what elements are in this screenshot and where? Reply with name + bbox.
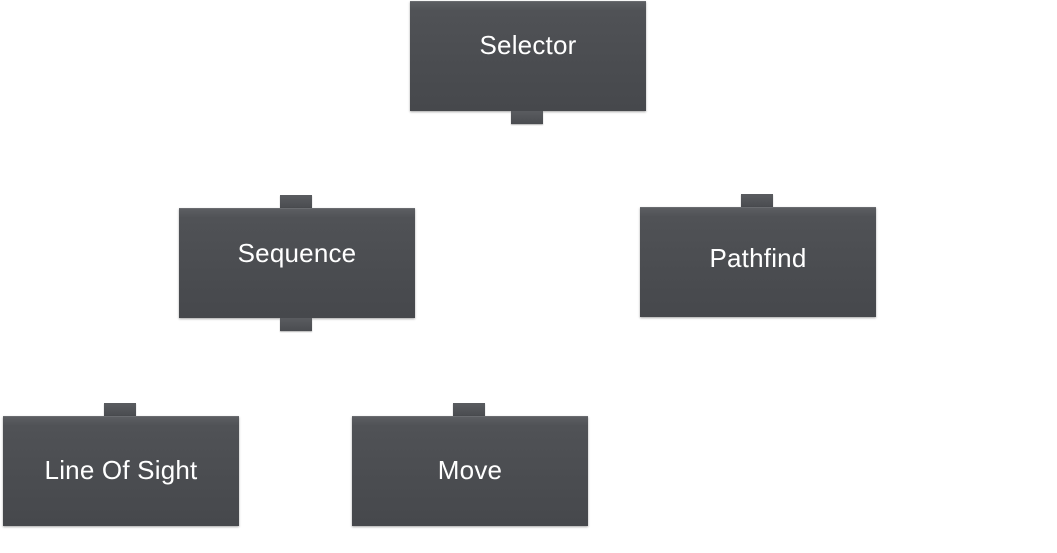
node-label: Sequence xyxy=(237,238,357,268)
node-sequence[interactable]: Sequence xyxy=(179,208,415,318)
input-port-pathfind[interactable] xyxy=(741,194,773,207)
input-port-line-of-sight[interactable] xyxy=(104,403,136,416)
node-label: Pathfind xyxy=(709,243,807,273)
node-line-of-sight[interactable]: Line Of Sight xyxy=(3,416,239,526)
input-port-move[interactable] xyxy=(453,403,485,416)
node-label: Move xyxy=(437,455,503,485)
node-label: Line Of Sight xyxy=(44,455,198,485)
output-port-sequence[interactable] xyxy=(280,318,312,331)
node-move[interactable]: Move xyxy=(352,416,588,526)
output-port-selector[interactable] xyxy=(511,111,543,124)
node-label: Selector xyxy=(479,30,577,60)
input-port-sequence[interactable] xyxy=(280,195,312,208)
node-pathfind[interactable]: Pathfind xyxy=(640,207,876,317)
node-selector[interactable]: Selector xyxy=(410,1,646,111)
